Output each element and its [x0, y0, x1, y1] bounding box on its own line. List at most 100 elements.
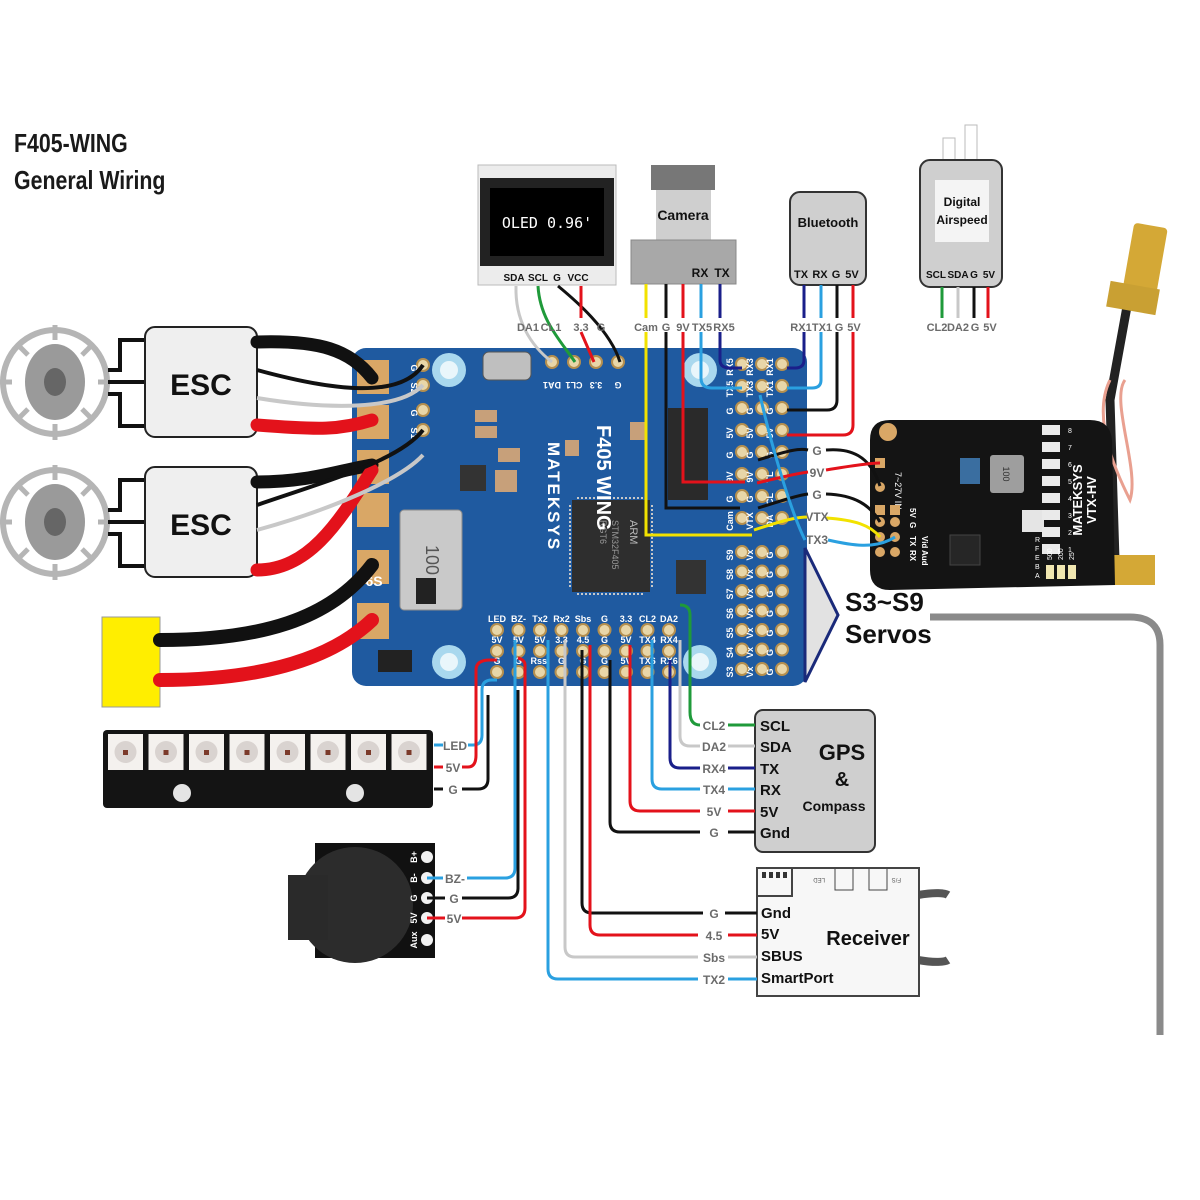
servo-pad-s7-vx[interactable]: [755, 584, 769, 598]
receiver-title: Receiver: [826, 928, 910, 950]
led-wire-label-5v: 5V: [446, 761, 461, 775]
servo-pad-s8-vx[interactable]: [755, 564, 769, 579]
esc-signal-wires: [256, 363, 425, 532]
bottom-header-label: 4.5: [577, 635, 590, 645]
right-header-pad-cam[interactable]: [735, 511, 749, 525]
bottom-header-label: 3.3: [620, 614, 633, 624]
bottom-header-pad-3.3[interactable]: [619, 623, 633, 637]
servo-pad-s6-vx[interactable]: [755, 603, 769, 618]
servo-pad-s9-g[interactable]: [775, 545, 789, 559]
servo-pad-s6-sx[interactable]: [735, 603, 749, 618]
vtx-pin-5v: 5V: [908, 508, 917, 518]
vtx-led: [1042, 493, 1060, 503]
vtx-pin-aud: Aud: [920, 550, 929, 566]
receiver-wire-label-g: G: [709, 907, 718, 921]
servo-pad-s9-sx[interactable]: [735, 545, 749, 559]
servo-pad-s4-vx[interactable]: [755, 642, 769, 657]
servo-pad-s8-sx[interactable]: [735, 564, 749, 579]
bottom-header-pad-5v[interactable]: [490, 644, 504, 658]
airspeed-module: Digital Airspeed SCL SDA G 5V: [919, 124, 1003, 288]
gps-ampersand: &: [835, 769, 849, 791]
right-header-pad-g[interactable]: [735, 489, 749, 503]
camera-wires: [644, 284, 752, 537]
servo-pad-s5-vx[interactable]: [755, 623, 769, 637]
gps-wire-label-cl2: CL2: [703, 719, 726, 733]
servo-pad-s3-g[interactable]: [775, 662, 789, 676]
right-header-pad-g[interactable]: [735, 445, 749, 459]
buzzer-wires: [427, 640, 527, 920]
led-die: [244, 750, 250, 755]
servo-pad-s9-vx[interactable]: [755, 545, 769, 559]
servo-pad-s4-sx[interactable]: [735, 642, 749, 657]
vtx-wires: [753, 394, 896, 547]
bottom-header-label: G: [601, 656, 608, 666]
bluetooth-pin-g: G: [832, 269, 841, 281]
bt-board-pin-tx1: TX1: [812, 322, 832, 334]
servo-pad-s5-g[interactable]: [775, 623, 789, 637]
servo-pad-s7-g[interactable]: [775, 584, 789, 598]
vtx-wire-label-vtx: VTX: [805, 510, 828, 524]
vtx-power-level: 25: [1069, 552, 1076, 560]
gps-pin-sda: SDA: [760, 739, 792, 756]
gps-pin-rx: RX: [760, 782, 781, 799]
bottom-header-pad-5v[interactable]: [533, 644, 547, 658]
left-header-pad-g[interactable]: [416, 403, 430, 417]
servo-pad-s6-g[interactable]: [775, 603, 789, 618]
right-header-label: DA: [765, 514, 775, 527]
inductor-label: 100: [422, 545, 442, 575]
servo-pad-s7-sx[interactable]: [735, 584, 749, 598]
right-header-pad-rx1[interactable]: [775, 357, 789, 371]
led-die: [204, 750, 209, 755]
right-header-pad-g[interactable]: [775, 401, 789, 415]
servo-pin-label: G: [765, 649, 775, 656]
right-header-pad-9v[interactable]: [735, 467, 749, 481]
right-header-pad-tx1[interactable]: [775, 379, 789, 393]
bottom-header-pad-rx2[interactable]: [554, 623, 569, 637]
bottom-header-pad-rssi[interactable]: [533, 665, 547, 679]
bottom-header-pad-g[interactable]: [490, 665, 504, 679]
bottom-header-pad-bz-[interactable]: [511, 623, 526, 637]
right-header-pad-vtx[interactable]: [755, 511, 769, 525]
servo-pad-s5-sx[interactable]: [735, 623, 749, 637]
usb-port[interactable]: [482, 351, 532, 381]
led-strip: [103, 730, 433, 808]
bluetooth-label: Bluetooth: [798, 215, 859, 230]
right-header-label: TX1: [765, 381, 775, 398]
vtx-channel-number: 1: [1068, 547, 1072, 554]
vtx-wire-labels: G 9V G VTX TX3: [805, 444, 828, 547]
right-header-pad-5v[interactable]: [775, 423, 789, 437]
right-header-pad-g[interactable]: [755, 489, 769, 503]
top-header-label: CL1: [565, 380, 582, 390]
vtx-power-led: [1057, 565, 1065, 579]
bottom-header-pad-da2[interactable]: [662, 623, 676, 637]
right-header-pad-9v[interactable]: [755, 467, 769, 481]
bottom-header-label: Rx2: [553, 614, 570, 624]
bottom-header-pad-led[interactable]: [490, 623, 504, 637]
right-header-pad-tx3[interactable]: [755, 379, 769, 393]
servo-pad-s4-g[interactable]: [775, 642, 789, 657]
bottom-header-pad-tx2[interactable]: [533, 623, 547, 637]
bottom-header-pad-g[interactable]: [597, 644, 612, 658]
bottom-header-pad-sbs[interactable]: [576, 623, 590, 637]
right-header-pad-5v[interactable]: [735, 423, 749, 437]
servo-pad-s8-g[interactable]: [775, 564, 789, 579]
motor-2: [0, 465, 110, 580]
bottom-header-pad-cl2[interactable]: [640, 623, 655, 637]
mcu-part-label: STM32F405: [610, 520, 620, 570]
receiver-led-label: LED: [813, 876, 825, 882]
servo-pad-s3-sx[interactable]: [735, 662, 749, 676]
right-header-pad-rx3[interactable]: [755, 357, 769, 371]
bottom-header-pad-rx4[interactable]: [662, 644, 676, 658]
bottom-header-label: 5V: [534, 635, 545, 645]
bottom-header-label: 5V: [620, 635, 631, 645]
airspeed-label-line2: Airspeed: [936, 213, 987, 227]
right-header-label: TX3: [745, 381, 755, 398]
bottom-header-pad-g[interactable]: [597, 623, 612, 637]
airspeed-board-pin-5v: 5V: [983, 322, 997, 334]
airspeed-pin-5v: 5V: [983, 270, 996, 281]
servo-pad-s3-vx[interactable]: [755, 662, 769, 676]
right-header-pad-g[interactable]: [735, 401, 749, 415]
bt-board-pin-g: G: [835, 322, 844, 334]
top-header-label: G: [614, 380, 621, 390]
